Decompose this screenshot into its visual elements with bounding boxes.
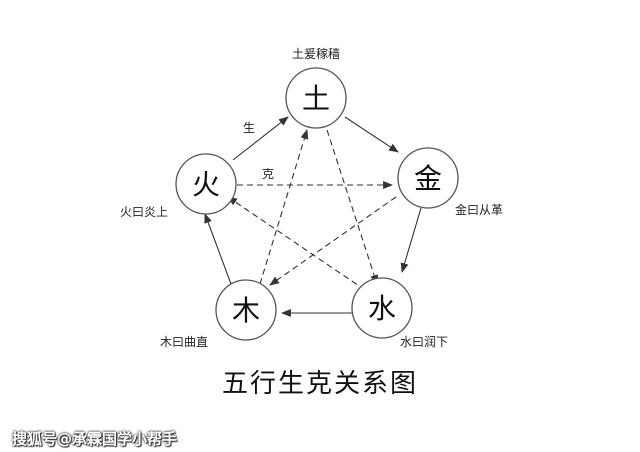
edge-mu-to-huo — [204, 213, 232, 285]
edge-mu-to-tu — [259, 129, 309, 285]
note-shui: 水曰润下 — [400, 335, 448, 349]
overcome-label: 克 — [262, 167, 274, 181]
edge-huo-to-tu — [232, 116, 289, 161]
note-huo: 火曰炎上 — [120, 205, 168, 219]
node-jin: 金 — [397, 147, 459, 209]
edge-shui-to-huo — [227, 196, 366, 291]
diagram-title: 五行生克关系图 — [222, 369, 418, 399]
generate-label: 生 — [243, 121, 255, 135]
note-mu: 木曰曲直 — [160, 335, 208, 349]
edge-tu-to-jin — [344, 116, 399, 153]
generate-edges — [204, 116, 422, 317]
watermark: 搜狐号@承霖国学小帮手 — [12, 430, 178, 448]
node-tu: 土 — [285, 67, 347, 129]
overcome-edges — [227, 129, 397, 291]
edge-jin-to-shui — [400, 207, 422, 273]
note-tu: 土爰稼穑 — [292, 46, 340, 61]
node-label-huo: 火 — [192, 168, 220, 201]
node-label-shui: 水 — [368, 292, 396, 325]
node-label-tu: 土 — [302, 82, 330, 115]
node-shui: 水 — [351, 277, 413, 339]
edge-jin-to-mu — [269, 196, 397, 286]
note-jin: 金曰从革 — [455, 202, 503, 217]
edge-tu-to-shui — [326, 129, 379, 285]
node-label-mu: 木 — [232, 294, 260, 327]
node-mu: 木 — [215, 279, 277, 341]
node-label-jin: 金 — [414, 162, 442, 195]
node-huo: 火 — [175, 153, 237, 215]
